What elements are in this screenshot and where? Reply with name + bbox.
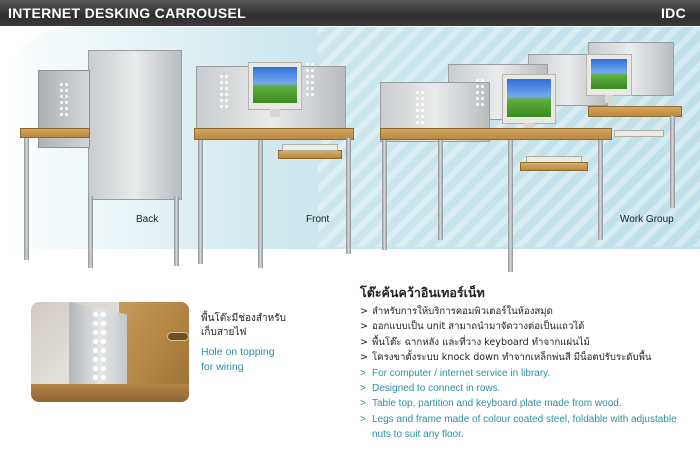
spec-item: >โครงขาตั้งระบบ knock down ทำจากเหล็กพ่น…: [360, 350, 690, 365]
spec-list: >สำหรับการให้บริการคอมพิวเตอร์ในห้องสมุด…: [360, 304, 690, 443]
chevron-right-icon: >: [360, 398, 366, 410]
chevron-right-icon: >: [360, 352, 369, 364]
spec-item: >สำหรับการให้บริการคอมพิวเตอร์ในห้องสมุด: [360, 304, 690, 319]
detail-photo-wiring-hole: [31, 302, 189, 402]
chevron-right-icon: >: [360, 321, 369, 333]
vent-holes: [58, 80, 72, 119]
spec-item: >Table top, partition and keyboard plate…: [360, 396, 690, 411]
wiring-hole: [167, 332, 189, 341]
desk-front-top: [194, 128, 354, 140]
spec-item: >พื้นโต๊ะ ฉากหลัง และที่วาง keyboard ทำจ…: [360, 335, 690, 350]
label-back: Back: [136, 214, 159, 225]
label-work-group: Work Group: [620, 214, 674, 225]
desk-front-view: [192, 52, 357, 272]
chevron-right-icon: >: [360, 383, 366, 395]
spec-item: >ออกแบบเป็น unit สามาถนำมาจัดวางต่อเป็นแ…: [360, 319, 690, 334]
monitor: [502, 74, 556, 131]
monitor: [248, 62, 302, 117]
desk-back-view: [20, 46, 190, 271]
keyboard: [282, 144, 338, 151]
chevron-right-icon: >: [360, 306, 369, 317]
label-front: Front: [306, 214, 330, 225]
keyboard-plate: [278, 150, 342, 159]
chevron-right-icon: >: [360, 413, 366, 425]
desk-work-group: [378, 36, 688, 280]
page-title: INTERNET DESKING CARROUSEL: [8, 5, 247, 21]
spec-heading: โต๊ะค้นคว้าอินเทอร์เน็ท: [360, 285, 485, 300]
chevron-right-icon: >: [360, 336, 369, 348]
brand-logo: IDC: [660, 5, 686, 21]
spec-item-continuation: nuts to suit any floor.: [372, 429, 464, 441]
vent-holes: [304, 60, 318, 99]
header-bar: INTERNET DESKING CARROUSEL IDC: [0, 0, 700, 26]
spec-item: >Legs and frame made of colour coated st…: [360, 412, 690, 427]
vent-holes: [218, 72, 232, 111]
detail-caption-en: Hole on topping for wiring: [201, 346, 275, 373]
spec-item: >Designed to connect in rows.: [360, 381, 690, 396]
monitor: [586, 54, 632, 103]
chevron-right-icon: >: [360, 367, 366, 379]
detail-caption-th: พื้นโต๊ะมีช่องสำหรับ เก็บสายไฟ: [201, 313, 286, 338]
spec-item: >For computer / internet service in libr…: [360, 366, 690, 381]
desk-back-top: [20, 128, 90, 138]
desk-back-panel-tall: [88, 50, 182, 200]
